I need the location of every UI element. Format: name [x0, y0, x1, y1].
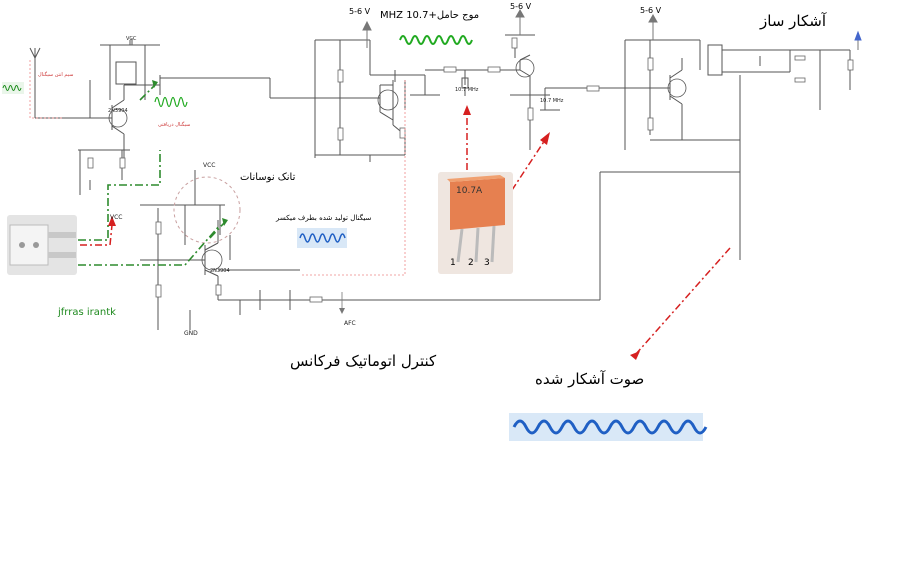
tank-circle [173, 176, 241, 244]
filter-freq-label-2: 10.7 MHz [540, 98, 564, 104]
supply-arrows [362, 8, 862, 50]
red-arrows [80, 112, 731, 356]
audio-wave [512, 419, 708, 435]
rf-wave [154, 96, 188, 108]
circuit-wiring [29, 34, 851, 330]
antenna-wave [2, 85, 22, 91]
afc-tag: AFC [344, 320, 356, 327]
transistor-2-label: 2N3904 [210, 268, 230, 274]
vcc-label-conn: VCC [110, 214, 123, 221]
red-arrow-head-4 [108, 216, 116, 226]
rf-note: سیگنال دریافتی [158, 122, 191, 128]
signal-path [29, 60, 406, 276]
carrier-label: موج حامل+10.7 MHZ [380, 10, 480, 21]
antenna-note: سیم انتن سیگنال [38, 72, 74, 78]
green-arrow-head [152, 80, 158, 88]
detected-audio-label: صوت آشکار شده [535, 370, 645, 388]
pin2-label: 2 [468, 258, 474, 268]
pin1-label: 1 [450, 258, 456, 268]
transistors [108, 58, 687, 271]
author-label: jfrras irantk [58, 307, 116, 318]
ceramic-filter-body [450, 178, 505, 230]
red-arrow-head-2 [540, 132, 550, 145]
afc-label: کنترل اتوماتیک فرکانس [290, 352, 437, 370]
red-arrow-head-3 [630, 351, 640, 360]
green-arrow-head-2 [222, 218, 228, 226]
supply-label-mixer: 5-6 V [349, 7, 371, 16]
filter-freq-label: 10.7 MHz [455, 87, 479, 93]
green-connector-lines [78, 84, 226, 266]
tank-label: تانک نوسانات [240, 172, 296, 183]
oscillator-wave [299, 233, 346, 243]
filter-part-label: 10.7A [456, 186, 483, 196]
detector-title: آشکار ساز [760, 12, 826, 30]
carrier-wave [399, 35, 473, 45]
vcc-arrows [131, 38, 196, 178]
vcc-label-top: VCC [126, 36, 137, 42]
red-arrow-head-1 [463, 105, 471, 115]
transistor-1-label: 2N3904 [108, 108, 128, 114]
components [87, 37, 854, 303]
supply-label-detector: 5-6 V [640, 6, 662, 15]
pin3-label: 3 [484, 258, 490, 268]
supply-label-if: 5-6 V [510, 2, 532, 11]
gnd-label: GND [184, 330, 198, 337]
mixer-signal-label: سیگنال تولید شده بطرف میکسر [276, 214, 372, 222]
vcc-label-osc: VCC [203, 162, 216, 169]
